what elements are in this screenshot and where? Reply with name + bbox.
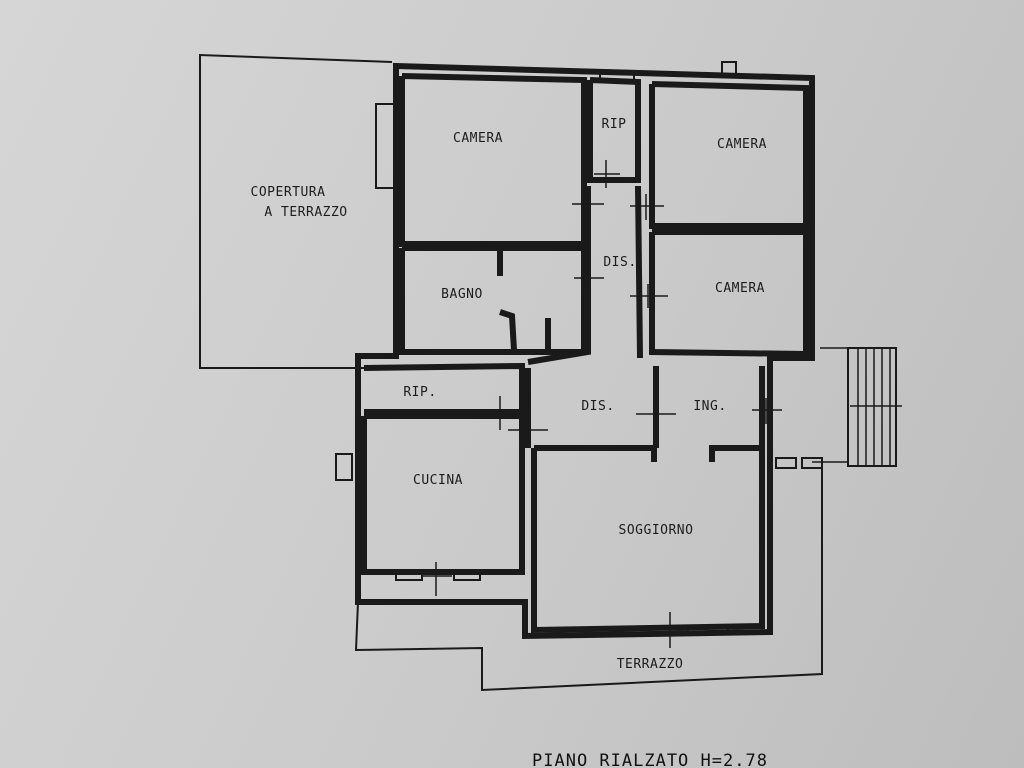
label-dis-2: DIS. (581, 399, 614, 414)
label-bagno: BAGNO (441, 287, 483, 302)
label-terrazzo: TERRAZZO (617, 657, 684, 672)
terrazzo-outline (354, 462, 823, 692)
label-rip-1: RIP (602, 117, 627, 132)
windows (335, 61, 823, 635)
label-camera-3: CAMERA (715, 281, 765, 296)
label-camera-2: CAMERA (717, 137, 767, 152)
interior-walls (361, 73, 809, 634)
copertura-outline (199, 53, 393, 369)
label-soggiorno: SOGGIORNO (619, 523, 694, 538)
outer-wall (355, 62, 815, 640)
door-marks (422, 160, 782, 648)
label-rip-2: RIP. (403, 385, 436, 400)
room-labels: COPERTURA A TERRAZZO CAMERA RIP CAMERA D… (251, 117, 767, 672)
entrance-stairs (812, 347, 902, 467)
label-copertura-2: A TERRAZZO (264, 205, 347, 220)
label-cucina: CUCINA (413, 473, 463, 488)
label-ing: ING. (693, 399, 726, 414)
floor-title: PIANO RIALZATO H=2.78 (532, 751, 768, 768)
label-copertura: COPERTURA (251, 185, 326, 200)
label-camera-1: CAMERA (453, 131, 503, 146)
label-dis-1: DIS. (603, 255, 636, 270)
